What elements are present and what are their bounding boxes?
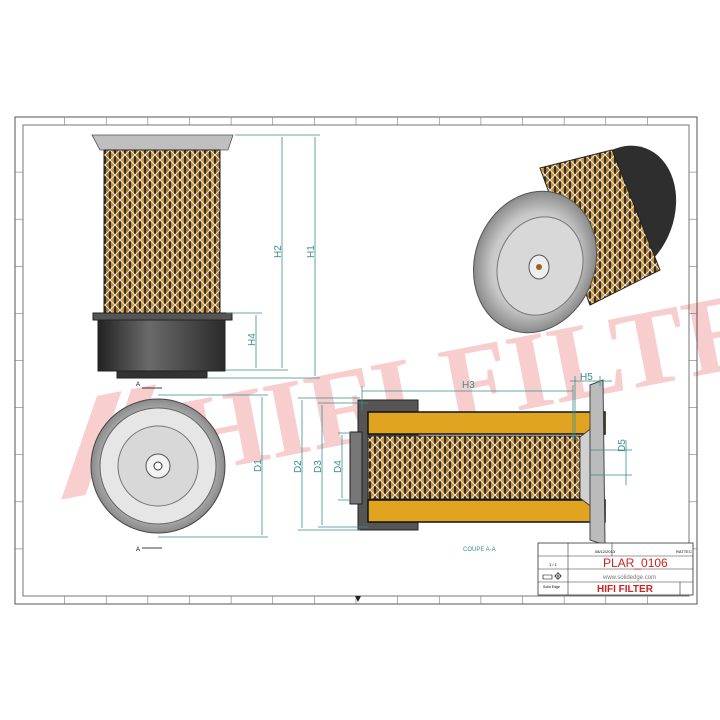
title-block-software: Solid Edge bbox=[543, 585, 560, 589]
sheet-frame bbox=[14, 116, 698, 605]
dimension-h5: H5 bbox=[580, 372, 593, 383]
title-block-author: RATTEC bbox=[676, 549, 692, 554]
front-view-dimensions: H2 H1 H4 bbox=[208, 134, 320, 379]
title-block-date: 08/12/2013 bbox=[595, 549, 616, 554]
section-view bbox=[349, 379, 606, 546]
dimension-h3: H3 bbox=[462, 380, 475, 391]
dimension-d1: D1 bbox=[253, 459, 264, 472]
title-block-company: HIFI FILTER bbox=[597, 584, 654, 595]
dimension-d3: D3 bbox=[313, 460, 324, 473]
front-view bbox=[91, 134, 234, 379]
dimension-d2: D2 bbox=[293, 460, 304, 473]
section-marker-top: A bbox=[136, 382, 140, 388]
section-view-dimensions: D2 D3 D4 D5 H3 H5 COUPE A-A bbox=[293, 372, 632, 553]
dimension-h1: H1 bbox=[306, 245, 317, 258]
title-block-scale: 1 / 1 bbox=[549, 562, 558, 567]
dimension-h2: H2 bbox=[273, 245, 284, 258]
title-block-website: www.solidedge.com bbox=[602, 575, 656, 581]
title-block: 08/12/2013 RATTEC 1 / 1 PLAR_0106 www.so… bbox=[537, 542, 694, 596]
section-marker-bottom: A bbox=[136, 547, 140, 553]
dimension-h4: H4 bbox=[247, 333, 258, 346]
isometric-view bbox=[472, 145, 677, 334]
dimension-d4: D4 bbox=[333, 460, 344, 473]
bottom-view: D1 A A bbox=[90, 382, 268, 553]
section-caption: COUPE A-A bbox=[463, 547, 496, 553]
center-mark-icon bbox=[355, 596, 361, 602]
dimension-d5: D5 bbox=[617, 439, 628, 452]
title-block-title: PLAR_0106 bbox=[603, 556, 668, 570]
